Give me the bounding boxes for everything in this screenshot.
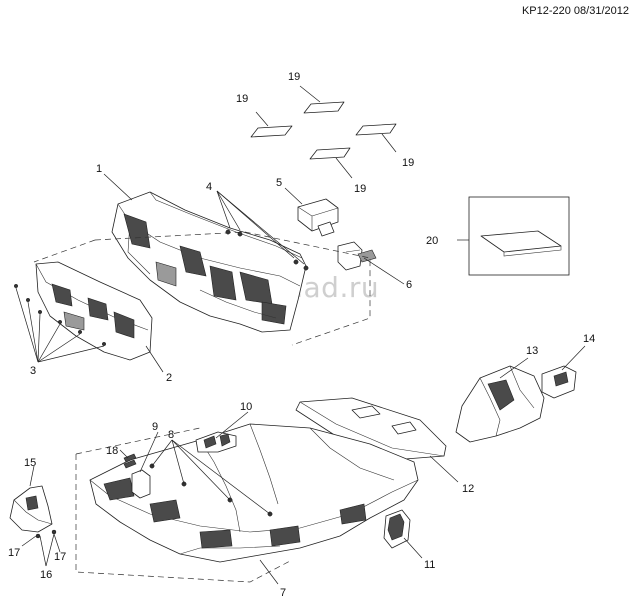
callout-11: 11 bbox=[424, 559, 435, 571]
part-7-boundary bbox=[75, 454, 293, 583]
part-10-bracket bbox=[195, 431, 237, 453]
part-1-boundary bbox=[94, 231, 371, 346]
callout-12: 12 bbox=[462, 483, 474, 495]
callout-numbers: 1 2 3 4 5 6 7 8 9 10 11 12 13 14 15 16 1… bbox=[8, 71, 595, 599]
part-11-grommet bbox=[383, 509, 411, 549]
part-7-floor-insulator bbox=[89, 423, 419, 563]
part-14-pad bbox=[541, 365, 577, 399]
callout-17-right: 17 bbox=[54, 551, 66, 563]
callout-4: 4 bbox=[206, 181, 212, 193]
leader-lines bbox=[15, 85, 586, 585]
callout-17-left: 17 bbox=[8, 547, 20, 559]
callout-8: 8 bbox=[168, 429, 174, 441]
callout-6: 6 bbox=[406, 279, 412, 291]
callout-1: 1 bbox=[96, 163, 102, 175]
part-5-bracket bbox=[297, 198, 339, 237]
part-18-clip bbox=[123, 453, 137, 469]
callout-19-a: 19 bbox=[236, 93, 248, 105]
callout-19-d: 19 bbox=[354, 183, 366, 195]
callout-13: 13 bbox=[526, 345, 538, 357]
callout-18: 18 bbox=[106, 445, 118, 457]
callout-3: 3 bbox=[30, 365, 36, 377]
part-15-insulator bbox=[9, 485, 53, 533]
callout-14: 14 bbox=[583, 333, 595, 345]
part-20-box bbox=[468, 196, 570, 276]
part-2-left-insulator bbox=[35, 261, 153, 361]
callout-20: 20 bbox=[426, 235, 438, 247]
callout-19-c: 19 bbox=[402, 157, 414, 169]
callout-5: 5 bbox=[276, 177, 282, 189]
callout-10: 10 bbox=[240, 401, 252, 413]
document-code: KP12-220 08/31/2012 bbox=[521, 5, 629, 17]
part-4-fasteners bbox=[225, 229, 309, 271]
callout-16: 16 bbox=[40, 569, 52, 581]
part-19-pads bbox=[250, 101, 397, 160]
callout-9: 9 bbox=[152, 421, 158, 433]
part-9-clip bbox=[131, 469, 151, 499]
part-6-bracket bbox=[337, 241, 377, 271]
part-13-rear-insulator bbox=[455, 365, 545, 443]
callout-7: 7 bbox=[280, 587, 286, 599]
callout-15: 15 bbox=[24, 457, 36, 469]
part-8-fasteners bbox=[149, 463, 273, 517]
part-1-dash-insulator bbox=[111, 191, 307, 333]
part-3-fasteners bbox=[13, 284, 106, 347]
callout-19-b: 19 bbox=[288, 71, 300, 83]
callout-2: 2 bbox=[166, 372, 172, 384]
